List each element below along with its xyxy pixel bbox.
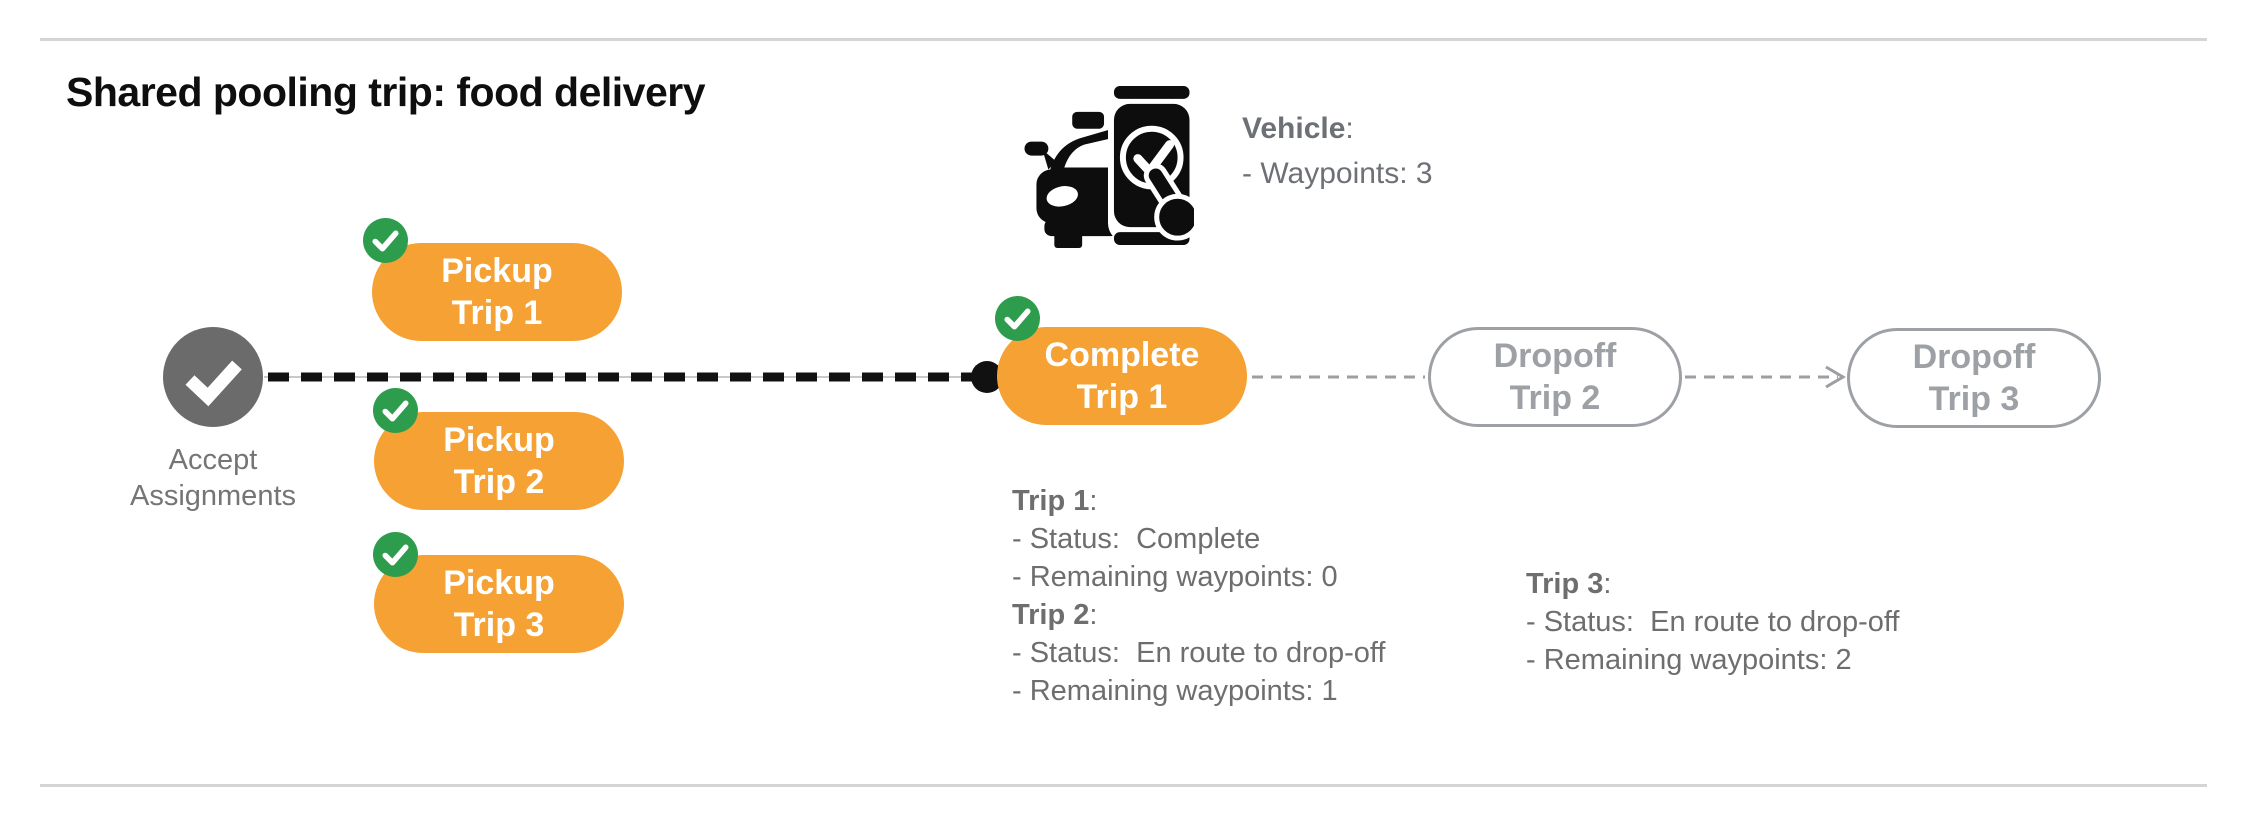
trip-3-status: Trip 3: - Status: En route to drop-off -… <box>1526 565 1899 679</box>
trip-waypoints-line: - Remaining waypoints: 1 <box>1012 675 1338 707</box>
node-label-line1: Pickup <box>443 421 555 459</box>
vehicle-info: Vehicle: - Waypoints: 3 <box>1242 106 1433 196</box>
trip-status-line: - Status: En route to drop-off <box>1526 606 1900 638</box>
arrowhead-icon <box>1825 365 1846 389</box>
trip-status-line: - Status: Complete <box>1012 523 1261 555</box>
accept-label-line2: Assignments <box>129 480 296 512</box>
node-label-line1: Complete <box>1044 336 1200 374</box>
accept-assignments-label: Accept Assignments <box>88 442 338 514</box>
trip-waypoints-line: - Remaining waypoints: 2 <box>1526 644 1852 676</box>
trip-label-colon: : <box>1089 599 1098 631</box>
node-label-line2: Trip 3 <box>1928 380 2020 418</box>
vehicle-label: Vehicle: <box>1242 106 1433 151</box>
trip-label: Trip 1: <box>1012 482 1385 520</box>
vehicle-label-text: Vehicle <box>1242 112 1346 145</box>
node-label-line1: Pickup <box>441 252 553 290</box>
node-label-line2: Trip 2 <box>1509 379 1601 417</box>
trip-label: Trip 2: <box>1012 596 1385 634</box>
node-pickup-trip-2: Pickup Trip 2 <box>374 412 624 510</box>
node-pickup-trip-3: Pickup Trip 3 <box>374 555 624 653</box>
node-label-line2: Trip 1 <box>1076 378 1168 416</box>
node-label-line1: Pickup <box>443 564 555 602</box>
car-phone-check-icon <box>1024 84 1194 248</box>
trip-label-text: Trip 2 <box>1012 599 1090 631</box>
node-dropoff-trip-2: Dropoff Trip 2 <box>1428 327 1682 427</box>
trip-label: Trip 3: <box>1526 565 1899 603</box>
completed-check-badge-icon <box>373 532 418 577</box>
node-pickup-trip-1: Pickup Trip 1 <box>372 243 622 341</box>
trip-status-block-1: Trip 1: - Status: Complete - Remaining w… <box>1012 482 1385 710</box>
bottom-divider <box>40 784 2207 787</box>
top-divider <box>40 38 2207 41</box>
completed-check-badge-icon <box>373 388 418 433</box>
vehicle-waypoints: - Waypoints: 3 <box>1242 157 1433 190</box>
node-accept-assignments <box>163 327 263 427</box>
node-label-line1: Dropoff <box>1912 338 2036 376</box>
trip-label-text: Trip 3 <box>1526 568 1604 600</box>
check-icon <box>185 360 242 407</box>
trip-status-line: - Status: En route to drop-off <box>1012 637 1386 669</box>
trip-2-status: Trip 2: - Status: En route to drop-off -… <box>1012 596 1385 710</box>
node-label-line1: Dropoff <box>1493 337 1617 375</box>
trip-label-colon: : <box>1603 568 1612 600</box>
completed-check-badge-icon <box>363 218 408 263</box>
trip-label-text: Trip 1 <box>1012 485 1090 517</box>
vehicle-label-colon: : <box>1345 112 1354 145</box>
trip-status-block-2: Trip 3: - Status: En route to drop-off -… <box>1526 565 1899 679</box>
node-complete-trip-1: Complete Trip 1 <box>997 327 1247 425</box>
trip-label-colon: : <box>1089 485 1098 517</box>
trip-waypoints-line: - Remaining waypoints: 0 <box>1012 561 1338 593</box>
trip-1-status: Trip 1: - Status: Complete - Remaining w… <box>1012 482 1385 596</box>
accept-label-line1: Accept <box>168 444 258 476</box>
current-position-dot <box>971 361 1003 393</box>
node-label-line2: Trip 2 <box>453 463 545 501</box>
node-label-line2: Trip 3 <box>453 606 545 644</box>
completed-check-badge-icon <box>995 296 1040 341</box>
page-title: Shared pooling trip: food delivery <box>66 69 706 115</box>
node-label-line2: Trip 1 <box>451 294 543 332</box>
node-dropoff-trip-3: Dropoff Trip 3 <box>1847 328 2101 428</box>
